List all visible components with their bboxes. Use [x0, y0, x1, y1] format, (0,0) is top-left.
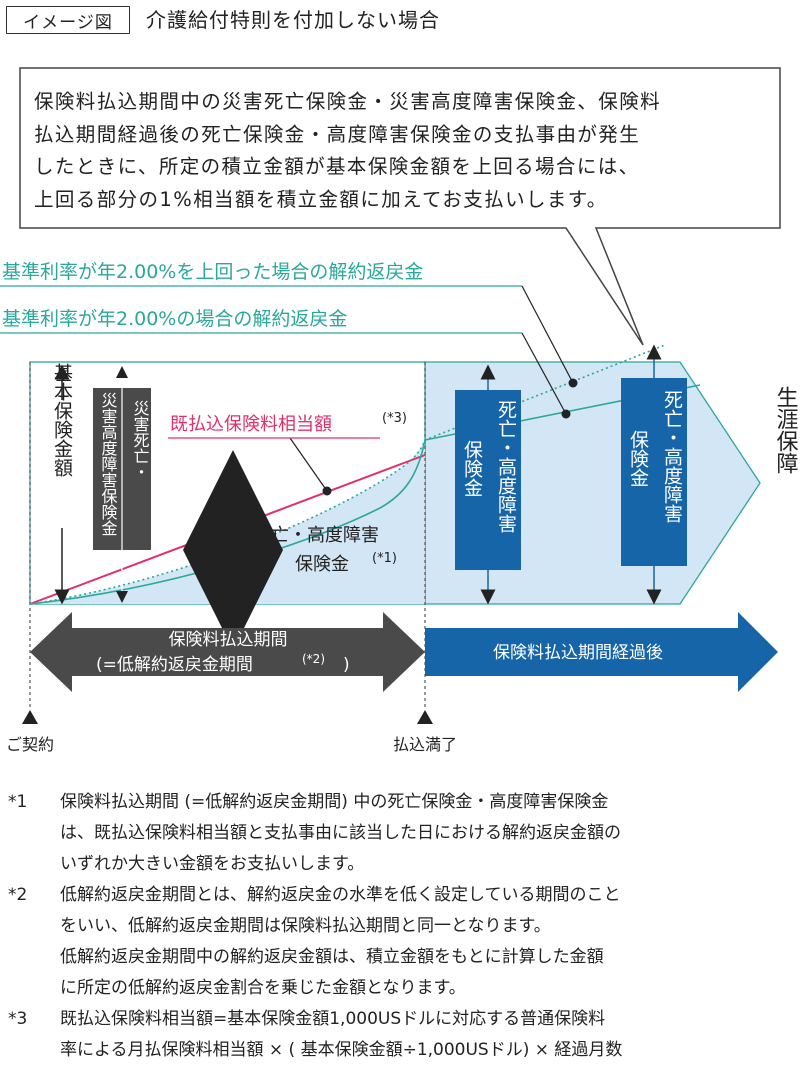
footnote-line: いずれか大きい金額をお支払いします。: [60, 854, 365, 874]
footnote-mark: *3: [8, 1009, 28, 1029]
callout-line: したときに、所定の積立金額が基本保険金額を上回る場合には、: [34, 155, 640, 178]
image-label-tag: イメージ図: [6, 6, 130, 34]
callout-line: 上回る部分の1%相当額を積立金額に加えてお支払いします。: [34, 187, 608, 211]
payment-period-arrow: [30, 612, 425, 692]
paid-premium-label: 既払込保険料相当額: [170, 414, 332, 435]
death-benefit-label-1: 死亡・高度障害: [253, 525, 379, 546]
after-payment-label: 保険料払込期間経過後: [493, 643, 663, 663]
footnote-line: 低解約返戻金期間とは、解約返戻金の水準を低く設定している期間のこと: [60, 885, 621, 905]
callout-line: 払込期間経過後の死亡保険金・高度障害保険金の支払事由が発生: [34, 122, 641, 146]
label-leader-at-rate-diag: [521, 332, 567, 415]
footnote-mark: *1: [8, 792, 28, 812]
footnote-3: *3 既払込保険料相当額=基本保険金額1,000USドルに対応する普通保険料 率…: [8, 1004, 798, 1066]
above-rate-label: 基準利率が年2.00%を上回った場合の解約返戻金: [2, 261, 423, 283]
footnote-line: は、既払込保険料相当額と支払事由に該当した日における解約返戻金額の: [60, 823, 621, 843]
footnote-line: 低解約返戻金期間中の解約返戻金額は、積立金額をもとに計算した金額: [60, 947, 604, 967]
basic-amount-label: 基本保険金額: [51, 363, 73, 477]
refund-line-above-rate: [29, 344, 666, 605]
disaster-death-label-1: 災害死亡・: [131, 400, 150, 480]
footnote-2: *2 低解約返戻金期間とは、解約返戻金の水準を低く設定している期間のこと をいい…: [8, 880, 798, 1004]
after-payment-arrow: [425, 612, 778, 692]
at-rate-label: 基準利率が年2.00%の場合の解約返戻金: [2, 308, 347, 330]
footnote-line: 率による月払保険料相当額 × ( 基本保険金額÷1,000USドル) × 経過月…: [60, 1040, 623, 1060]
low-refund-period-close: ): [343, 655, 350, 675]
paid-premium-ref: (*3): [382, 411, 407, 426]
footnote-line: に所定の低解約返戻金割合を乗じた金額となります。: [60, 978, 466, 998]
footnote-line: をいい、低解約返戻金期間は保険料払込期間と同一となります。: [60, 916, 551, 936]
disaster-death-label-2: 災害高度障害保険金: [99, 392, 118, 536]
death-benefit-label-2: 保険金: [295, 554, 349, 575]
payment-period-label: 保険料払込期間: [169, 630, 288, 650]
page-title: 介護給付特則を付加しない場合: [146, 8, 440, 32]
after-box1-label-1: 死亡・高度障害: [495, 400, 517, 533]
after-box2-label-1: 死亡・高度障害: [661, 390, 683, 523]
paid-up-marker: [417, 710, 433, 724]
low-refund-period-ref: (*2): [302, 652, 325, 666]
lifetime-label: 生涯保障: [773, 386, 799, 474]
after-box1: [455, 390, 521, 570]
paid-up-label: 払込満了: [393, 735, 457, 754]
callout-box: [19, 67, 781, 346]
benefit-diagram: 基本保険金額 災害死亡・ 災害高度障害保険金 死亡・高度障害 保険金 (*1) …: [0, 67, 799, 754]
refund-area: [30, 440, 425, 604]
death-benefit-ref: (*1): [372, 551, 397, 566]
callout-text: 保険料払込期間中の災害死亡保険金・災害高度障害保険金、保険料 払込期間経過後の死…: [34, 86, 774, 216]
label-leader-above-rate-diag: [521, 285, 574, 384]
footnote-line: 保険料払込期間 (=低解約返戻金期間) 中の死亡保険金・高度障害保険金: [60, 792, 609, 812]
footnotes: *1 保険料払込期間 (=低解約返戻金期間) 中の死亡保険金・高度障害保険金 は…: [8, 787, 798, 1066]
basic-amount-label-bg: [46, 400, 78, 528]
low-refund-period-label: (=低解約返戻金期間: [96, 655, 253, 675]
after-box1-label-2: 保険金: [461, 440, 483, 497]
footnote-mark: *2: [8, 885, 28, 905]
contract-label: ご契約: [6, 735, 54, 754]
after-box2: [621, 378, 687, 566]
label-leader-premium: [289, 437, 328, 492]
after-box2-label-2: 保険金: [627, 430, 649, 487]
callout-line: 保険料払込期間中の災害死亡保険金・災害高度障害保険金、保険料: [34, 90, 662, 113]
contract-marker: [22, 710, 38, 724]
footnote-1: *1 保険料払込期間 (=低解約返戻金期間) 中の死亡保険金・高度障害保険金 は…: [8, 787, 798, 880]
footnote-line: 既払込保険料相当額=基本保険金額1,000USドルに対応する普通保険料: [60, 1009, 606, 1029]
